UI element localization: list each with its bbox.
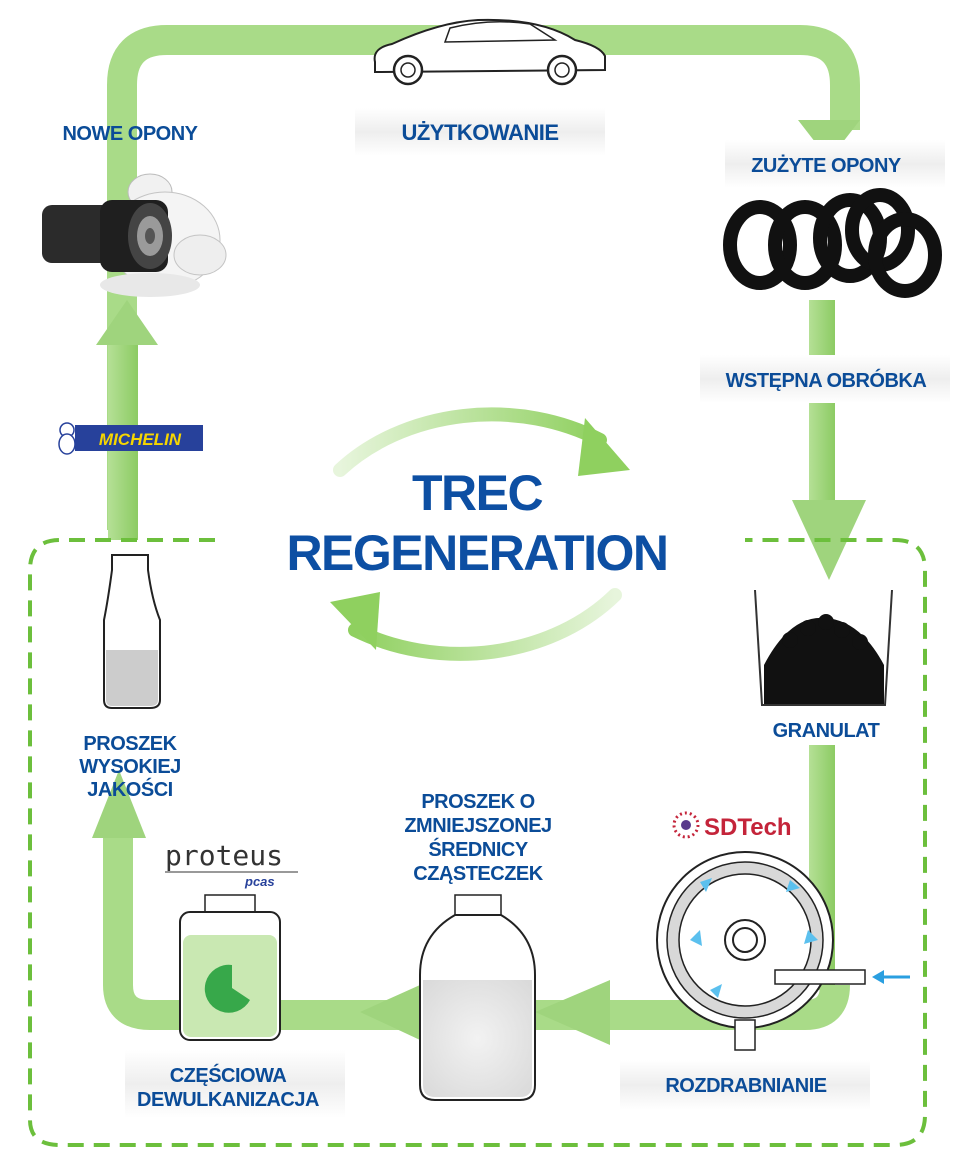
- dashed-region: [28, 538, 927, 1147]
- svg-text:MICHELIN: MICHELIN: [99, 430, 182, 449]
- label-worn-tires: ZUŻYTE OPONY: [751, 154, 902, 177]
- svg-text:JAKOŚCI: JAKOŚCI: [87, 777, 172, 801]
- svg-text:PROSZEK: PROSZEK: [83, 733, 177, 755]
- canister-icon: [179, 894, 281, 1041]
- label-new-tires: NOWE OPONY: [62, 123, 198, 145]
- label-hq-powder: PROSZEK WYSOKIEJ JAKOŚCI: [79, 733, 181, 801]
- svg-text:CZĄSTECZEK: CZĄSTECZEK: [413, 863, 544, 885]
- svg-text:PROSZEK O: PROSZEK O: [421, 791, 534, 813]
- arrow-left-canister: [360, 985, 420, 1040]
- arrow-left-jar: [535, 980, 610, 1045]
- title-line-2: REGENERATION: [286, 525, 667, 581]
- michelin-logo: MICHELIN: [58, 422, 203, 455]
- michelin-man-icon: [42, 173, 227, 297]
- label-reduced-powder: PROSZEK O ZMNIEJSZONEJ ŚREDNICY CZĄSTECZ…: [404, 791, 552, 885]
- sdtech-logo: SDTech: [672, 811, 792, 841]
- svg-text:ZMNIEJSZONEJ: ZMNIEJSZONEJ: [404, 815, 551, 837]
- svg-text:CZĘŚCIOWA: CZĘŚCIOWA: [170, 1063, 287, 1087]
- arrow-up-hq: [92, 770, 146, 838]
- label-granulate: GRANULAT: [773, 720, 880, 742]
- svg-text:SDTech: SDTech: [704, 814, 792, 841]
- svg-text:DEWULKANIZACJA: DEWULKANIZACJA: [137, 1089, 319, 1111]
- proteus-logo: proteus pcas: [165, 839, 298, 889]
- label-grinding: ROZDRABNIANIE: [665, 1075, 826, 1097]
- title-line-1: TREC: [412, 465, 543, 521]
- bottle-icon: [103, 554, 161, 709]
- granulate-beaker-icon: [754, 589, 893, 706]
- svg-text:proteus: proteus: [165, 839, 283, 872]
- label-usage: UŻYTKOWANIE: [401, 120, 558, 145]
- svg-text:pcas: pcas: [244, 874, 275, 889]
- svg-text:ŚREDNICY: ŚREDNICY: [428, 837, 529, 861]
- jar-icon: [419, 894, 536, 1101]
- label-pretreatment: WSTĘPNA OBRÓBKA: [726, 368, 927, 392]
- grinder-icon: [656, 851, 910, 1051]
- car-icon: [373, 18, 606, 86]
- worn-tires-icon: [723, 188, 942, 298]
- cycle-arrows: [330, 407, 630, 661]
- label-devulcanization: CZĘŚCIOWA DEWULKANIZACJA: [137, 1063, 319, 1111]
- arrow-up-new: [96, 300, 158, 345]
- svg-text:WYSOKIEJ: WYSOKIEJ: [79, 756, 181, 778]
